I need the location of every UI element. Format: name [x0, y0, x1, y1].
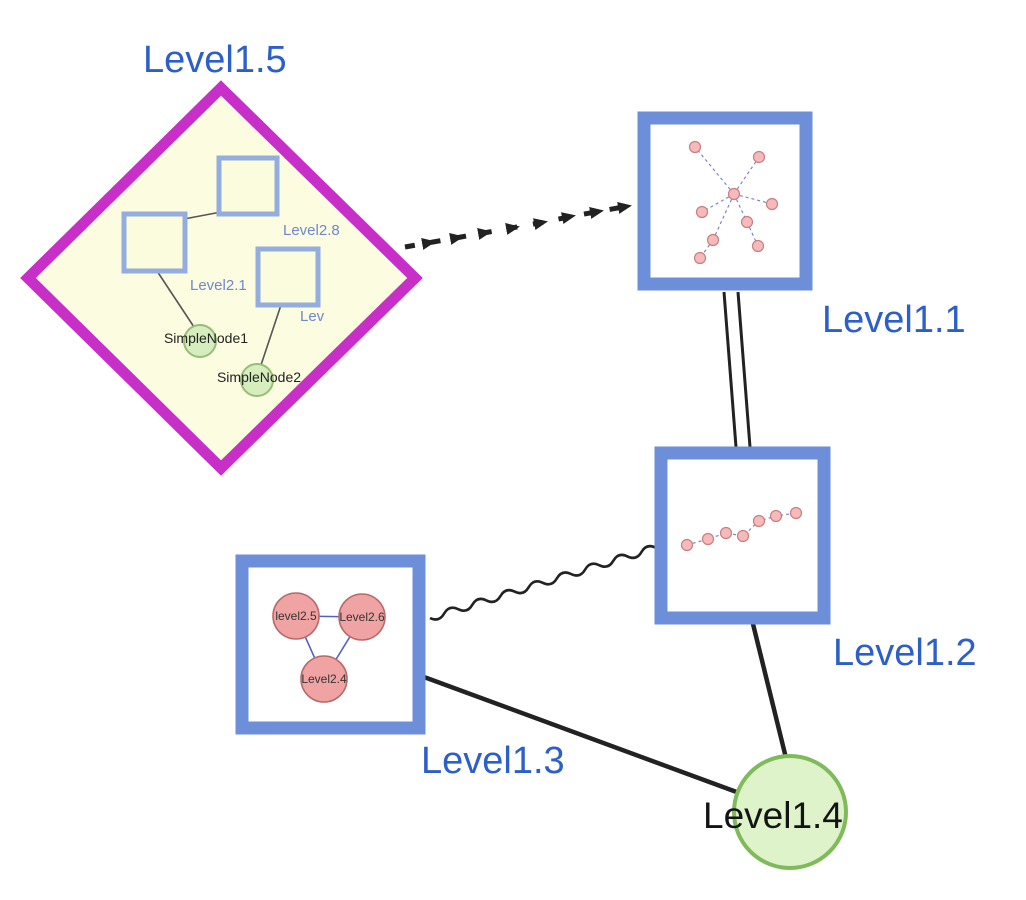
- node-level2-1[interactable]: [121, 211, 188, 274]
- subgraph-node: [701, 532, 715, 546]
- node-level1-3-label: Level1.3: [421, 740, 565, 782]
- node-lev[interactable]: [255, 246, 321, 308]
- node-level1-1[interactable]: [637, 111, 813, 291]
- subgraph-node: [727, 187, 741, 201]
- group-node-level1-5[interactable]: Level1.5 Level2.8 Level2.1 Lev SimpleNod…: [20, 39, 423, 476]
- group-node-level1-4[interactable]: Level1.4: [703, 754, 848, 870]
- subgraph-node: [736, 529, 750, 543]
- double-edge-line-2[interactable]: [736, 291, 752, 448]
- edge-lev-simplenode2[interactable]: [260, 304, 282, 366]
- node-level1-2-label: Level1.2: [833, 632, 977, 674]
- node-level2-8[interactable]: [216, 155, 280, 217]
- subgraph-node: [695, 205, 709, 219]
- double-edge-line-1[interactable]: [722, 291, 738, 448]
- level1-2-subgraph-thumbnail: [680, 506, 803, 552]
- subgraph-node: [752, 514, 766, 528]
- subgraph-node: [693, 251, 707, 265]
- node-level1-1-label: Level1.1: [822, 299, 966, 341]
- edge-level1-3-level1-2[interactable]: [429, 544, 657, 621]
- node-level2-1-label: Level2.1: [190, 277, 247, 294]
- node-level2-5[interactable]: [272, 592, 320, 640]
- edge-level1-3-level1-4[interactable]: [423, 674, 743, 797]
- subgraph-node: [706, 233, 720, 247]
- subgraph-node: [688, 140, 702, 154]
- node-level2-6-label: Level2.6: [339, 610, 385, 624]
- subgraph-node: [789, 506, 803, 520]
- group-node-level1-1[interactable]: Level1.1: [637, 111, 966, 341]
- subgraph-node: [751, 239, 765, 253]
- node-simplenode1[interactable]: [183, 324, 217, 358]
- node-level2-6[interactable]: [338, 593, 386, 641]
- subgraph-node: [769, 509, 783, 523]
- node-lev-label: Lev: [300, 308, 325, 325]
- subgraph-node: [740, 215, 754, 229]
- node-level1-4-label: Level1.4: [703, 795, 843, 836]
- edge-level2-8-level2-1[interactable]: [183, 211, 222, 220]
- subgraph-node: [680, 538, 694, 552]
- group-node-level1-2[interactable]: Level1.2: [654, 446, 977, 674]
- node-simplenode2[interactable]: [240, 363, 274, 397]
- node-level2-4-label: Level2.4: [301, 672, 347, 686]
- subgraph-node: [752, 150, 766, 164]
- edge-level2-1-simplenode1[interactable]: [156, 270, 195, 328]
- node-level1-4[interactable]: [732, 754, 848, 870]
- node-level1-5-label: Level1.5: [143, 39, 287, 81]
- level1-1-subgraph-thumbnail: [688, 140, 779, 265]
- level1-3-subgraph: level2.5 Level2.6 Level2.4: [272, 592, 386, 703]
- node-level2-4[interactable]: [300, 655, 348, 703]
- edge-level1-2-level1-4[interactable]: [750, 623, 789, 759]
- node-level1-3[interactable]: [235, 554, 426, 735]
- node-level1-5[interactable]: [20, 80, 423, 476]
- node-simplenode1-label: SimpleNode1: [164, 330, 248, 346]
- edge-level1-5-level1-1[interactable]: [404, 202, 632, 250]
- group-node-level1-3[interactable]: level2.5 Level2.6 Level2.4 Level1.3: [235, 554, 565, 782]
- node-simplenode2-label: SimpleNode2: [217, 369, 301, 385]
- node-level2-8-label: Level2.8: [283, 222, 340, 239]
- subgraph-node: [765, 197, 779, 211]
- subgraph-node: [719, 526, 733, 540]
- node-level2-5-label: level2.5: [275, 609, 317, 623]
- dashed-arrow-edge[interactable]: [404, 202, 632, 250]
- edge-level1-1-level1-2[interactable]: [722, 291, 752, 448]
